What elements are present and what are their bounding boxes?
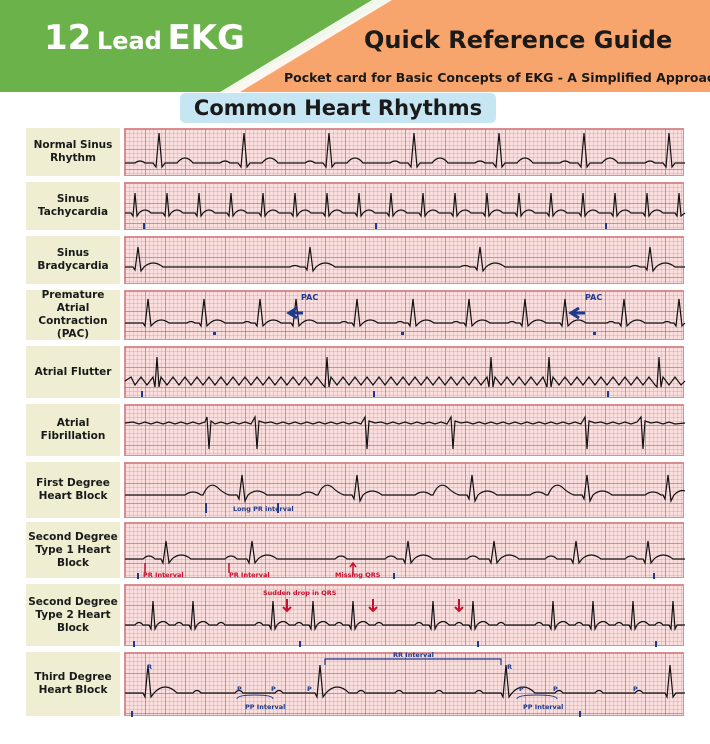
ekg-strip-atrial-flutter — [124, 346, 686, 398]
annotation-p-6: P — [633, 685, 638, 693]
ekg-trace — [125, 246, 685, 273]
banner-shapes — [0, 0, 710, 92]
ekg-strip-normal-sinus — [124, 128, 685, 176]
ekg-trace — [125, 132, 685, 169]
rhythm-label-third-degree-block: Third Degree Heart Block — [26, 652, 120, 716]
annotation-p-4: P — [519, 685, 524, 693]
rhythm-label-normal-sinus: Normal Sinus Rhythm — [26, 128, 120, 176]
rhythm-label-second-degree-type1: Second Degree Type 1 Heart Block — [26, 522, 120, 578]
annotation-missing-qrs: Missing QRS — [335, 571, 381, 579]
ekg-trace — [124, 356, 686, 397]
ekg-strip-second-degree-type2: Sudden drop in QRS — [124, 584, 685, 647]
annotation-p-2: P — [271, 685, 276, 693]
annotation-r-1: R — [147, 663, 153, 671]
ekg-strip-second-degree-type1: PR Interval PR Interval Missing QRS — [124, 522, 685, 579]
ekg-trace — [125, 474, 686, 513]
ekg-trace — [125, 192, 686, 229]
app-title: 12 Lead EKG — [44, 18, 245, 58]
annotation-pp-interval-2: PP Interval — [523, 703, 564, 711]
ekg-trace — [125, 599, 685, 647]
ekg-trace — [125, 298, 686, 335]
title-word: Lead — [96, 27, 162, 55]
section-title: Common Heart Rhythms — [180, 93, 496, 123]
ekg-strip-first-degree-block: Long PR interval — [124, 462, 686, 518]
annotation-p-5: P — [553, 685, 558, 693]
guide-title: Quick Reference Guide — [364, 26, 673, 54]
annotation-pac-1: PAC — [301, 293, 319, 302]
ekg-trace — [124, 414, 686, 450]
ekg-trace — [125, 658, 685, 717]
annotation-p-1: P — [237, 685, 242, 693]
annotation-pr-interval-1: PR Interval — [143, 571, 184, 579]
title-suffix: EKG — [167, 18, 245, 58]
annotation-rr-interval: RR Interval — [393, 651, 434, 659]
ekg-strip-atrial-fibrillation — [124, 404, 686, 456]
ekg-strip-sinus-tachycardia — [124, 182, 686, 230]
rhythm-label-pac: Premature Atrial Contraction (PAC) — [26, 289, 120, 340]
title-number: 12 — [44, 18, 92, 58]
annotation-pr-interval-2: PR Interval — [229, 571, 270, 579]
rhythm-label-second-degree-type2: Second Degree Type 2 Heart Block — [26, 584, 120, 646]
subtitle: Pocket card for Basic Concepts of EKG - … — [284, 70, 710, 85]
annotation-r-2: R — [507, 663, 513, 671]
annotation-long-pr-interval: Long PR interval — [233, 505, 294, 513]
ekg-strip-pac: PAC PAC — [124, 290, 686, 340]
rhythm-label-sinus-tachycardia: Sinus Tachycardia — [26, 182, 120, 230]
header-banner: 12 Lead EKG Quick Reference Guide Pocket… — [0, 0, 710, 92]
annotation-p-3: P — [307, 685, 312, 693]
rhythm-label-atrial-flutter: Atrial Flutter — [26, 346, 120, 398]
annotation-pac-2: PAC — [585, 293, 603, 302]
annotation-sudden-drop-qrs: Sudden drop in QRS — [263, 589, 337, 597]
ekg-trace — [125, 540, 685, 579]
annotation-pp-interval-1: PP Interval — [245, 703, 286, 711]
rhythm-label-first-degree-block: First Degree Heart Block — [26, 462, 120, 518]
ekg-strip-third-degree-block: R R RR Interval P P P P P P PP Interval … — [124, 651, 685, 717]
ekg-strip-sinus-bradycardia — [124, 236, 685, 284]
rhythm-label-sinus-bradycardia: Sinus Bradycardia — [26, 236, 120, 284]
rhythm-label-atrial-fibrillation: Atrial Fibrillation — [26, 404, 120, 456]
